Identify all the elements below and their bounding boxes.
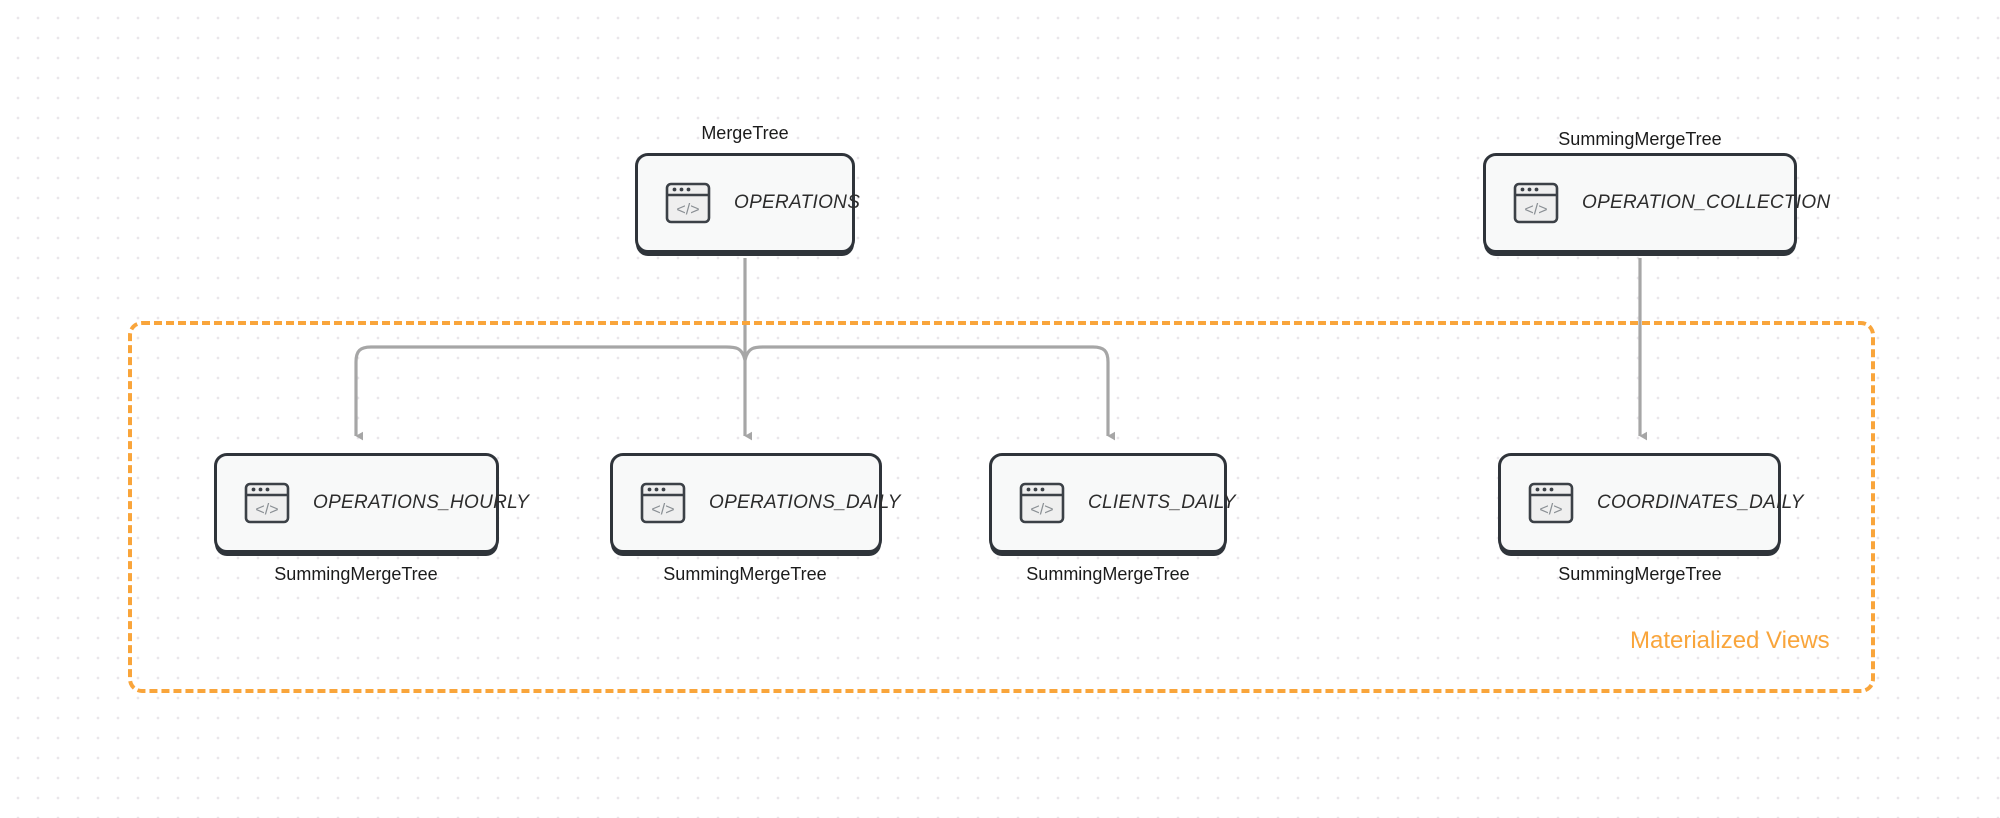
- node-label-operation-collection: OPERATION_COLLECTION: [1582, 192, 1831, 213]
- svg-text:</>: </>: [1030, 502, 1053, 519]
- materialized-views-group: [128, 321, 1875, 693]
- materialized-views-group-label: Materialized Views: [1630, 627, 1830, 654]
- svg-text:</>: </>: [255, 502, 278, 519]
- svg-text:</>: </>: [676, 202, 699, 219]
- code-window-icon: </>: [1528, 482, 1574, 524]
- node-operations-hourly[interactable]: </> OPERATIONS_HOURLY: [214, 453, 529, 553]
- code-window-icon: </>: [665, 182, 711, 224]
- node-label-operations-hourly: OPERATIONS_HOURLY: [313, 492, 530, 513]
- node-operations-daily[interactable]: </> OPERATIONS_DAILY: [610, 453, 900, 553]
- node-clients-daily[interactable]: </> CLIENTS_DAILY: [989, 453, 1236, 553]
- engine-caption-operations-hourly: SummingMergeTree: [274, 564, 438, 584]
- code-window-icon: </>: [244, 482, 290, 524]
- svg-text:</>: </>: [1524, 202, 1547, 219]
- engine-caption-operations: MergeTree: [701, 123, 789, 143]
- node-coordinates-daily[interactable]: </> COORDINATES_DAILY: [1498, 453, 1803, 553]
- svg-text:</>: </>: [1539, 502, 1562, 519]
- node-label-operations-daily: OPERATIONS_DAILY: [709, 492, 901, 513]
- svg-text:</>: </>: [651, 502, 674, 519]
- node-operation-collection[interactable]: </> OPERATION_COLLECTION: [1483, 153, 1830, 253]
- engine-caption-clients-daily: SummingMergeTree: [1026, 564, 1190, 584]
- engine-caption-coordinates-daily: SummingMergeTree: [1558, 564, 1722, 584]
- node-label-operations: OPERATIONS: [734, 192, 861, 213]
- code-window-icon: </>: [640, 482, 686, 524]
- code-window-icon: </>: [1019, 482, 1065, 524]
- code-window-icon: </>: [1513, 182, 1559, 224]
- node-label-coordinates-daily: COORDINATES_DAILY: [1597, 492, 1804, 513]
- node-label-clients-daily: CLIENTS_DAILY: [1088, 492, 1236, 513]
- engine-caption-operations-daily: SummingMergeTree: [663, 564, 827, 584]
- engine-caption-operation-collection: SummingMergeTree: [1558, 129, 1722, 149]
- node-operations[interactable]: </> OPERATIONS: [635, 153, 860, 253]
